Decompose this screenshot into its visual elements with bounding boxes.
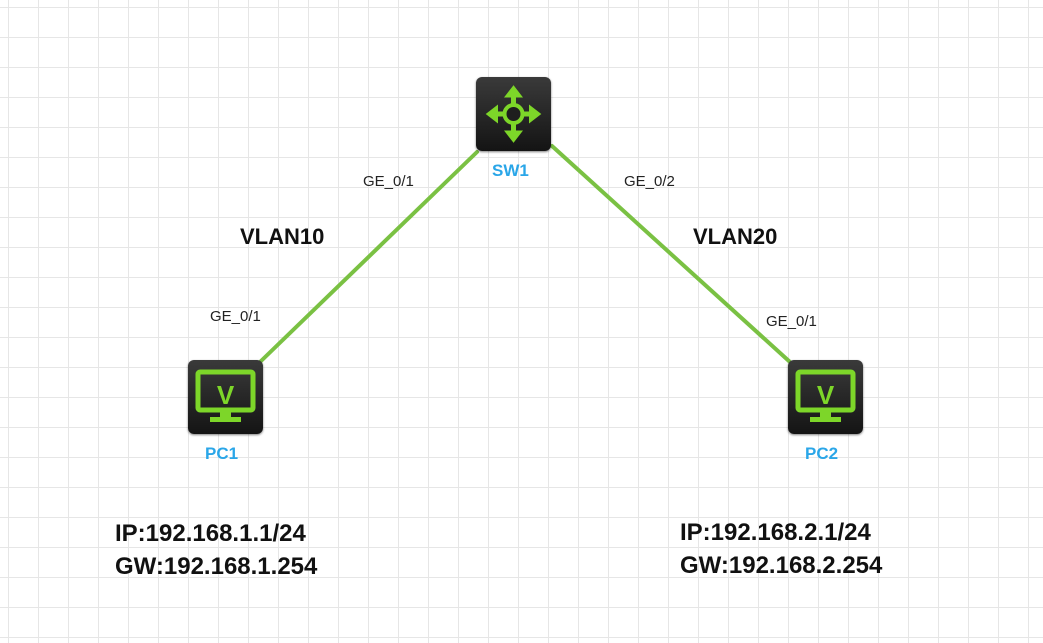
vlan10-label: VLAN10 xyxy=(240,224,325,249)
pc2-ip-text: IP:192.168.2.1/24 xyxy=(680,519,871,546)
pc1-ip-info: IP:192.168.1.1/24 GW:192.168.1.254 xyxy=(115,517,317,583)
sw1-label: SW1 xyxy=(492,161,529,180)
pc1-ip-text: IP:192.168.1.1/24 xyxy=(115,520,306,547)
pc-pc2[interactable]: V xyxy=(788,360,863,434)
pc1-port-label: GE_0/1 xyxy=(210,308,261,325)
pc2-port-label: GE_0/1 xyxy=(766,313,817,330)
pc-monitor-icon: V xyxy=(795,369,856,422)
svg-text:V: V xyxy=(817,380,835,410)
pc1-label: PC1 xyxy=(205,444,239,463)
link-sw1-pc2[interactable] xyxy=(550,144,792,364)
svg-text:V: V xyxy=(217,380,235,410)
sw1-port-ge0-1-label: GE_0/1 xyxy=(363,173,414,190)
switch-sw1[interactable] xyxy=(476,77,551,151)
sw1-port-ge0-2-label: GE_0/2 xyxy=(624,173,675,190)
pc2-ip-info: IP:192.168.2.1/24 GW:192.168.2.254 xyxy=(680,516,882,582)
pc2-gw-text: GW:192.168.2.254 xyxy=(680,552,883,579)
pc1-gw-text: GW:192.168.1.254 xyxy=(115,553,318,580)
pc-monitor-icon: V xyxy=(195,369,256,422)
pc2-label: PC2 xyxy=(805,444,839,463)
layer3-switch-icon xyxy=(485,85,542,143)
vlan20-label: VLAN20 xyxy=(693,224,778,249)
pc-pc1[interactable]: V xyxy=(188,360,263,434)
link-sw1-pc1[interactable] xyxy=(258,150,479,364)
